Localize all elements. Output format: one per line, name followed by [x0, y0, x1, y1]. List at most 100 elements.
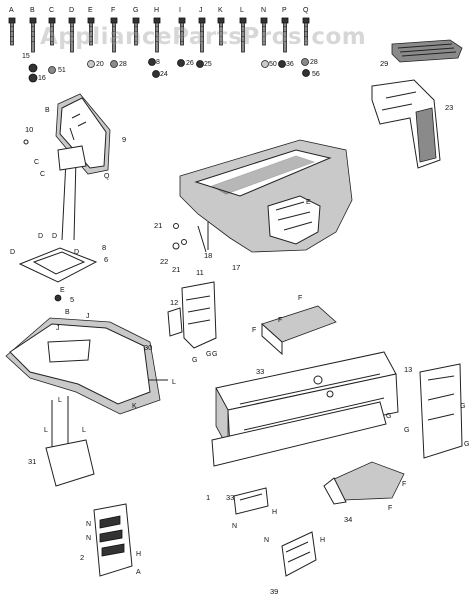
svg-text:L: L [58, 397, 62, 404]
svg-text:J: J [86, 313, 90, 320]
bolt-b [29, 17, 37, 53]
parts-21-22-18-fasteners: 21 22 21 18 [154, 221, 212, 274]
svg-text:28: 28 [310, 59, 318, 66]
svg-text:17: 17 [232, 263, 240, 272]
part-2-plate: 2 A N N H [80, 503, 141, 577]
watermark: AppliancePartsPros.com [40, 24, 366, 50]
svg-text:50: 50 [269, 61, 277, 68]
svg-text:5: 5 [70, 295, 74, 304]
svg-text:L: L [44, 427, 48, 434]
hardware-nuts: 15 16 51 20 28 8 24 26 25 50 36 28 56 [22, 53, 320, 83]
nut-50: 50 [261, 60, 277, 68]
svg-text:L: L [82, 427, 86, 434]
bolt-e [87, 17, 95, 46]
svg-text:25: 25 [204, 61, 212, 68]
hardware-letter-h: H [154, 7, 159, 14]
svg-text:34: 34 [344, 515, 352, 524]
svg-text:G: G [464, 441, 469, 448]
svg-text:12: 12 [170, 298, 178, 307]
svg-text:G: G [212, 351, 217, 358]
svg-text:15: 15 [22, 53, 30, 60]
hardware-letter-i: I [179, 7, 181, 14]
svg-text:D: D [74, 249, 79, 256]
bolt-k [217, 17, 225, 46]
hardware-letter-l: L [240, 7, 244, 14]
bolt-j [198, 17, 206, 53]
nut-28: 28 [110, 60, 127, 68]
svg-text:36: 36 [286, 61, 294, 68]
svg-text:23: 23 [445, 103, 453, 112]
nut-20: 20 [87, 60, 104, 68]
svg-text:H: H [320, 537, 325, 544]
bolt-q [302, 17, 310, 46]
part-11-12-bracket: 11 12 G G G [167, 268, 217, 364]
bolt-i [178, 17, 186, 46]
nut-56: 56 [302, 69, 320, 78]
bolt-h [153, 17, 161, 53]
svg-text:D: D [10, 249, 15, 256]
hardware-letter-g: G [133, 7, 138, 14]
svg-text:56: 56 [312, 71, 320, 78]
part-8-steering-support: 8 D D D D E B 5 [10, 145, 106, 316]
svg-text:F: F [388, 505, 392, 512]
svg-text:29: 29 [380, 59, 388, 68]
svg-text:H: H [136, 551, 141, 558]
svg-text:C: C [40, 171, 45, 178]
svg-text:31: 31 [28, 457, 36, 466]
bolt-c [48, 17, 56, 46]
svg-text:1: 1 [206, 493, 210, 502]
svg-text:N: N [264, 537, 269, 544]
svg-text:D: D [52, 233, 57, 240]
hardware-letter-j: J [199, 7, 203, 14]
part-29-rear-guard: 29 [380, 39, 463, 68]
nut-51: 51 [48, 66, 66, 74]
bolt-p [281, 17, 289, 53]
part-33-seat-pad: 33 F F F [252, 295, 337, 376]
svg-text:F: F [252, 327, 256, 334]
nut-25: 25 [196, 60, 212, 68]
hardware-letter-n: N [261, 7, 266, 14]
svg-text:G: G [206, 351, 211, 358]
svg-text:8: 8 [156, 59, 160, 66]
nut-8: 8 [148, 58, 160, 66]
svg-text:22: 22 [160, 257, 168, 266]
bolt-d [68, 17, 76, 53]
svg-text:8: 8 [102, 243, 106, 252]
part-34-pad: 34 F F [323, 461, 406, 524]
hardware-letter-a: A [9, 7, 14, 14]
bolt-n [260, 17, 268, 46]
hardware-letter-d: D [69, 7, 74, 14]
part-9-dash-panel: 9 B 10 C C Q [23, 93, 126, 180]
svg-text:J: J [56, 325, 60, 332]
hardware-letter-f: F [111, 7, 115, 14]
svg-text:21: 21 [172, 265, 180, 274]
svg-text:9: 9 [122, 135, 126, 144]
svg-text:6: 6 [104, 255, 108, 264]
part-33-39-brackets: 33 N H 39 N H [226, 487, 325, 596]
svg-text:B: B [45, 107, 50, 114]
part-31-bracket: 31 L L L [28, 396, 95, 487]
hardware-letter-p: P [282, 7, 287, 14]
svg-text:28: 28 [119, 61, 127, 68]
svg-text:F: F [298, 295, 302, 302]
svg-text:51: 51 [58, 67, 66, 74]
svg-text:39: 39 [270, 587, 278, 596]
svg-text:E: E [306, 199, 311, 206]
svg-text:30: 30 [144, 343, 152, 352]
svg-text:B: B [65, 309, 70, 316]
svg-text:G: G [404, 427, 409, 434]
svg-text:K: K [132, 403, 137, 410]
svg-text:L: L [172, 379, 176, 386]
svg-text:G: G [192, 357, 197, 364]
part-13-side-plate: 13 G G G [404, 363, 469, 459]
hardware-letter-b: B [30, 7, 35, 14]
part-30-fender: 30 J J K L [5, 313, 176, 415]
hardware-letter-c: C [49, 7, 54, 14]
nut-36: 36 [278, 60, 294, 68]
nut-15: 15 [22, 53, 38, 73]
svg-text:26: 26 [186, 60, 194, 67]
part-1-main-frame: 1 G [206, 351, 399, 502]
svg-text:D: D [38, 233, 43, 240]
